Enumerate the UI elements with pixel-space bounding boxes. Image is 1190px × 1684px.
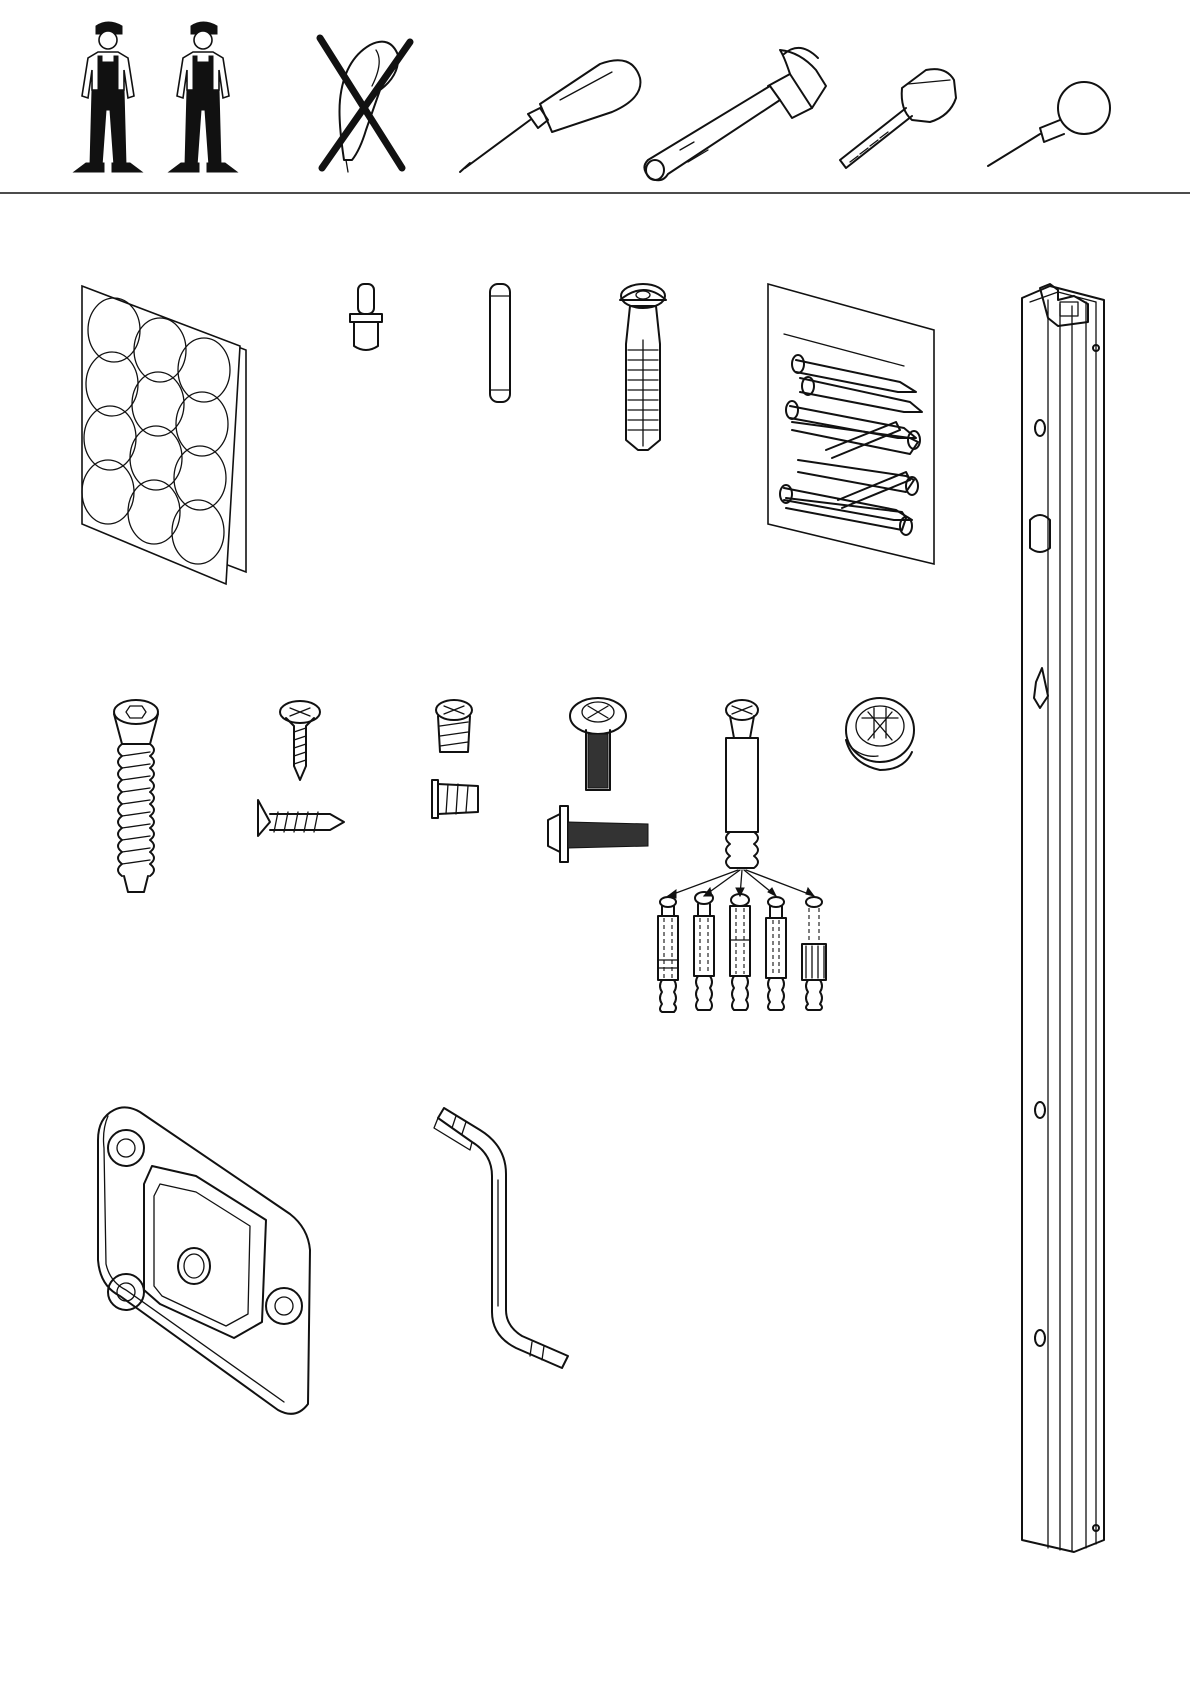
tape-measure-icon — [840, 69, 956, 168]
claw-hammer-icon — [644, 48, 826, 180]
cam-connector-bolt-icon — [668, 700, 814, 898]
shelf-support-pin-icon — [350, 284, 382, 350]
power-drill-crossed-icon — [320, 38, 410, 172]
worker-figure-icon — [74, 22, 142, 172]
side-rail-profile-icon — [1022, 284, 1104, 1552]
wood-screw-icon — [258, 701, 344, 836]
worker-figure-icon — [169, 22, 237, 172]
machine-bolt-icon — [548, 698, 648, 862]
threaded-insert-icon — [432, 700, 478, 818]
mounting-plate-icon — [98, 1107, 310, 1413]
connector-variant-icon — [658, 897, 678, 1012]
connector-variant-icon — [730, 894, 750, 1010]
wooden-dowel-icon — [490, 284, 510, 402]
plastic-wall-plug-icon — [620, 284, 666, 450]
felt-pads-sheet-icon — [82, 286, 246, 584]
allen-key-icon — [434, 1108, 568, 1368]
connector-variants — [658, 892, 826, 1012]
phillips-screwdriver-icon — [460, 60, 640, 172]
connector-variant-icon — [766, 897, 786, 1010]
cam-lock-nut-icon — [846, 698, 914, 770]
awl-icon — [988, 82, 1110, 166]
tools-header — [74, 22, 1110, 180]
nails-pack-icon — [768, 284, 934, 564]
connector-variant-icon — [694, 892, 714, 1010]
connector-variant-icon — [802, 897, 826, 1010]
confirmat-screw-icon — [114, 700, 158, 892]
